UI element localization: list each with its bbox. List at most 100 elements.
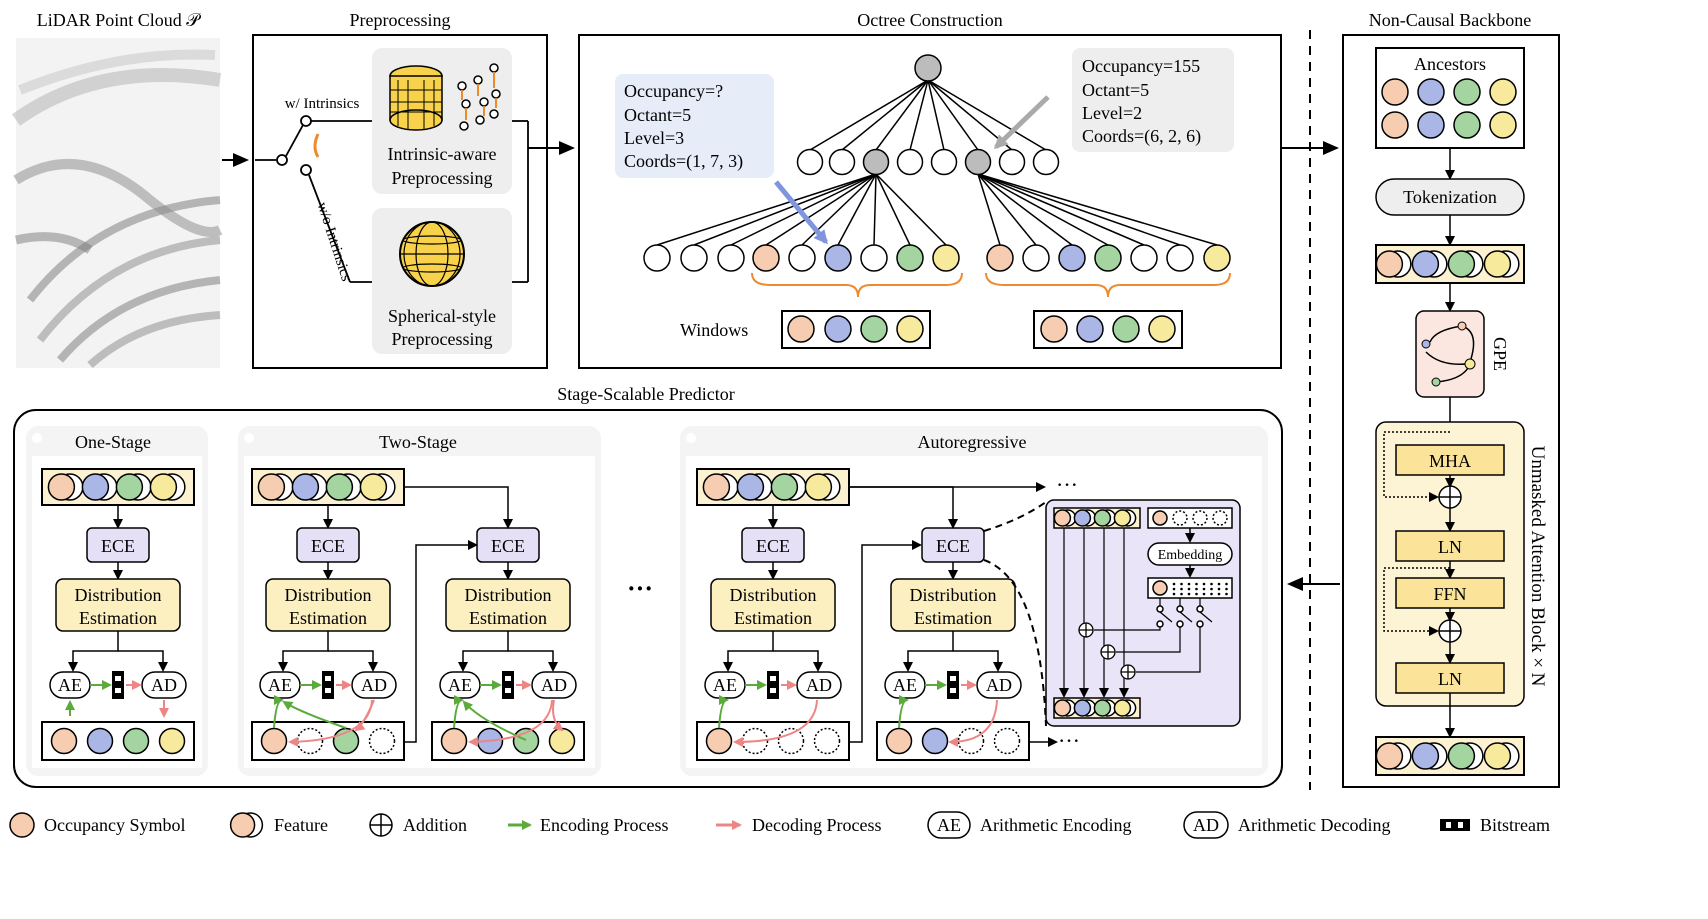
distribution-label-2: Estimation xyxy=(914,608,992,628)
tree-edge xyxy=(693,173,877,246)
ancestor-symbol xyxy=(1453,78,1481,106)
feature-glyph xyxy=(1447,742,1484,770)
feature-front xyxy=(736,473,765,501)
octree-heading: Octree Construction xyxy=(857,10,1002,30)
mha-label: MHA xyxy=(1429,451,1471,471)
tree-edge xyxy=(875,173,911,246)
embed-dot xyxy=(1225,592,1228,596)
feature-front xyxy=(1375,742,1404,770)
switch-node xyxy=(1196,620,1204,628)
predictor-heading: Stage-Scalable Predictor xyxy=(557,384,734,404)
gpe-label: GPE xyxy=(1490,337,1510,371)
tokenization-label: Tokenization xyxy=(1403,187,1497,207)
ae-label: AE xyxy=(268,675,292,695)
ece-label: ECE xyxy=(311,536,345,556)
window-symbol xyxy=(860,315,888,343)
octree-level2-node xyxy=(1058,244,1086,272)
ae-label: AE xyxy=(713,675,737,695)
undecoded-symbol xyxy=(1212,510,1228,526)
legend-occupancy-symbol xyxy=(9,812,35,838)
feature-front xyxy=(1411,742,1440,770)
tree-edge xyxy=(909,79,929,151)
connector xyxy=(903,631,954,672)
feature-front xyxy=(1483,742,1512,770)
bitstream-bar xyxy=(112,671,124,699)
undecoded-symbol xyxy=(813,727,841,755)
continuation-dots: ··· xyxy=(1058,728,1080,753)
zoom-dashed-line xyxy=(983,559,1047,727)
ffn-label: FFN xyxy=(1433,584,1466,604)
sphere-icon xyxy=(399,221,465,287)
feature-front xyxy=(1113,509,1132,527)
decoded-symbol xyxy=(122,727,150,755)
ffn-box xyxy=(1395,577,1505,609)
feature-front xyxy=(291,473,320,501)
addition-icon xyxy=(1438,619,1462,643)
embed-dot xyxy=(1210,587,1213,591)
one-stage-label: One-Stage xyxy=(75,432,151,452)
ln-label-2: LN xyxy=(1438,669,1462,689)
legend-ae-text: AE xyxy=(937,815,961,835)
feature-glyph xyxy=(1113,699,1137,717)
tree-edge xyxy=(977,173,1037,246)
feature-front xyxy=(1073,699,1092,717)
feature-front xyxy=(804,473,833,501)
feature-front xyxy=(1093,509,1112,527)
feature-glyph xyxy=(702,473,739,501)
legend-ae-label: Arithmetic Encoding xyxy=(980,815,1131,835)
bitstream-icon xyxy=(767,671,779,699)
feature-front xyxy=(1483,250,1512,278)
distribution-label-2: Estimation xyxy=(734,608,812,628)
octree-level2-node xyxy=(717,244,745,272)
tree-edge xyxy=(977,173,1145,246)
feature-glyph xyxy=(1073,509,1097,527)
left-info-line-3: Level=3 xyxy=(624,128,684,148)
feature-glyph xyxy=(325,473,362,501)
windows-label: Windows xyxy=(680,320,748,340)
gpe-box xyxy=(1415,310,1485,398)
encoding-arrow xyxy=(273,695,284,729)
gpe-graph-icon xyxy=(1421,321,1476,387)
embed-dot xyxy=(1202,587,1206,591)
bitstream-gap xyxy=(115,676,121,681)
distribution-label-1: Distribution xyxy=(284,585,371,605)
octree-level2-node xyxy=(788,244,816,272)
bitstream-icon xyxy=(947,671,959,699)
autoregressive-module xyxy=(1045,499,1241,727)
undecoded-symbol xyxy=(777,727,805,755)
octree-level2-node xyxy=(860,244,888,272)
switch-node xyxy=(1176,620,1184,628)
octree-level2-node xyxy=(986,244,1014,272)
addition-cross xyxy=(1121,665,1135,679)
feature-glyph xyxy=(1093,509,1117,527)
decoded-symbol xyxy=(50,727,78,755)
bitstream-icon xyxy=(502,671,514,699)
feature-front xyxy=(359,473,388,501)
embed-dot xyxy=(1172,592,1176,596)
connector xyxy=(508,650,558,672)
octree-root-node xyxy=(914,54,942,82)
bitstream-bar xyxy=(947,671,959,699)
ae-label: AE xyxy=(58,675,82,695)
feature-glyph xyxy=(1093,699,1117,717)
connector xyxy=(458,631,509,672)
bitstream-bar xyxy=(767,671,779,699)
ln-label-1: LN xyxy=(1438,537,1462,557)
feature-glyph xyxy=(47,473,84,501)
embed-dot xyxy=(1187,587,1191,591)
bitstream-gap xyxy=(325,676,331,681)
feature-glyph xyxy=(1411,742,1448,770)
feature-glyph xyxy=(804,473,841,501)
feature-glyph xyxy=(1073,699,1097,717)
undecoded-symbol xyxy=(993,727,1021,755)
bitstream-gap xyxy=(770,688,776,693)
module-symbol xyxy=(1152,510,1168,526)
decoding-arrow xyxy=(948,699,998,747)
connector xyxy=(1159,611,1173,623)
window-symbol xyxy=(1076,315,1104,343)
encoding-arrow xyxy=(453,695,464,729)
bitstream-icon xyxy=(112,671,124,699)
decoded-symbol xyxy=(548,727,576,755)
bitstream-bar xyxy=(322,671,334,699)
